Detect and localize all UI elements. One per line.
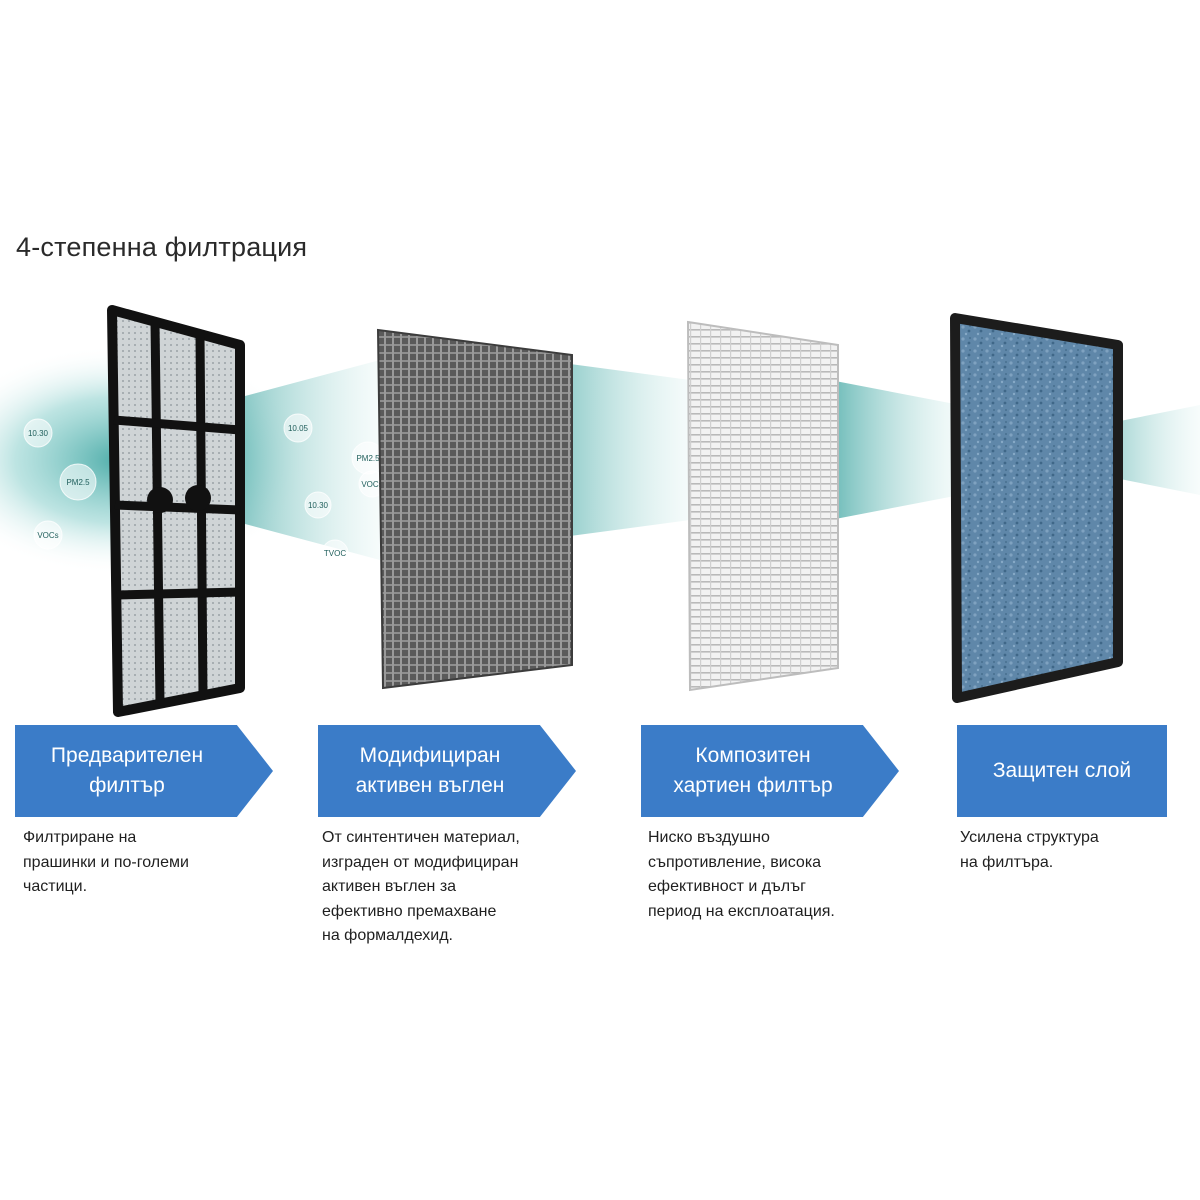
page-title: 4-степенна филтрация	[16, 232, 308, 262]
particle-label: 10.30	[308, 501, 329, 510]
particle-label: VOCs	[361, 480, 382, 489]
particle-label: 10.30	[28, 429, 49, 438]
particle-bubble	[304, 491, 332, 519]
particle-bubble	[23, 418, 53, 448]
carbon-filter-illustration	[376, 328, 573, 690]
stage-description-carbon: От синтентичен материал, изграден от мод…	[322, 829, 520, 944]
stage-description-protective: Усилена структура на филтъра.	[960, 829, 1099, 871]
stage-description-paper: Ниско въздушно съпротивление, висока ефе…	[648, 829, 835, 920]
paper-filter-illustration	[686, 320, 839, 692]
particle-label: PM2.5	[356, 454, 380, 463]
stage-banner-protective: Защитен слой	[957, 725, 1167, 817]
particle-label: VOCs	[37, 531, 58, 540]
particle-bubble	[33, 520, 63, 550]
particle-label: TVOC	[324, 549, 346, 558]
particle-bubble	[321, 539, 349, 567]
stage-banner-paper: Композитен хартиен филтър	[641, 725, 899, 817]
protective-layer-illustration	[950, 313, 1123, 703]
particle-bubble	[283, 413, 313, 443]
stage-description-pre-filter: Филтриране на прашинки и по-големи части…	[23, 829, 189, 895]
particle-label: 10.05	[288, 424, 309, 433]
particle-bubble	[59, 463, 97, 501]
stage-banner-pre-filter: Предварителен филтър	[15, 725, 273, 817]
pre-filter-illustration	[107, 305, 245, 717]
particle-label: PM2.5	[66, 478, 90, 487]
stage-banner-carbon: Модифициран активен въглен	[318, 725, 576, 817]
